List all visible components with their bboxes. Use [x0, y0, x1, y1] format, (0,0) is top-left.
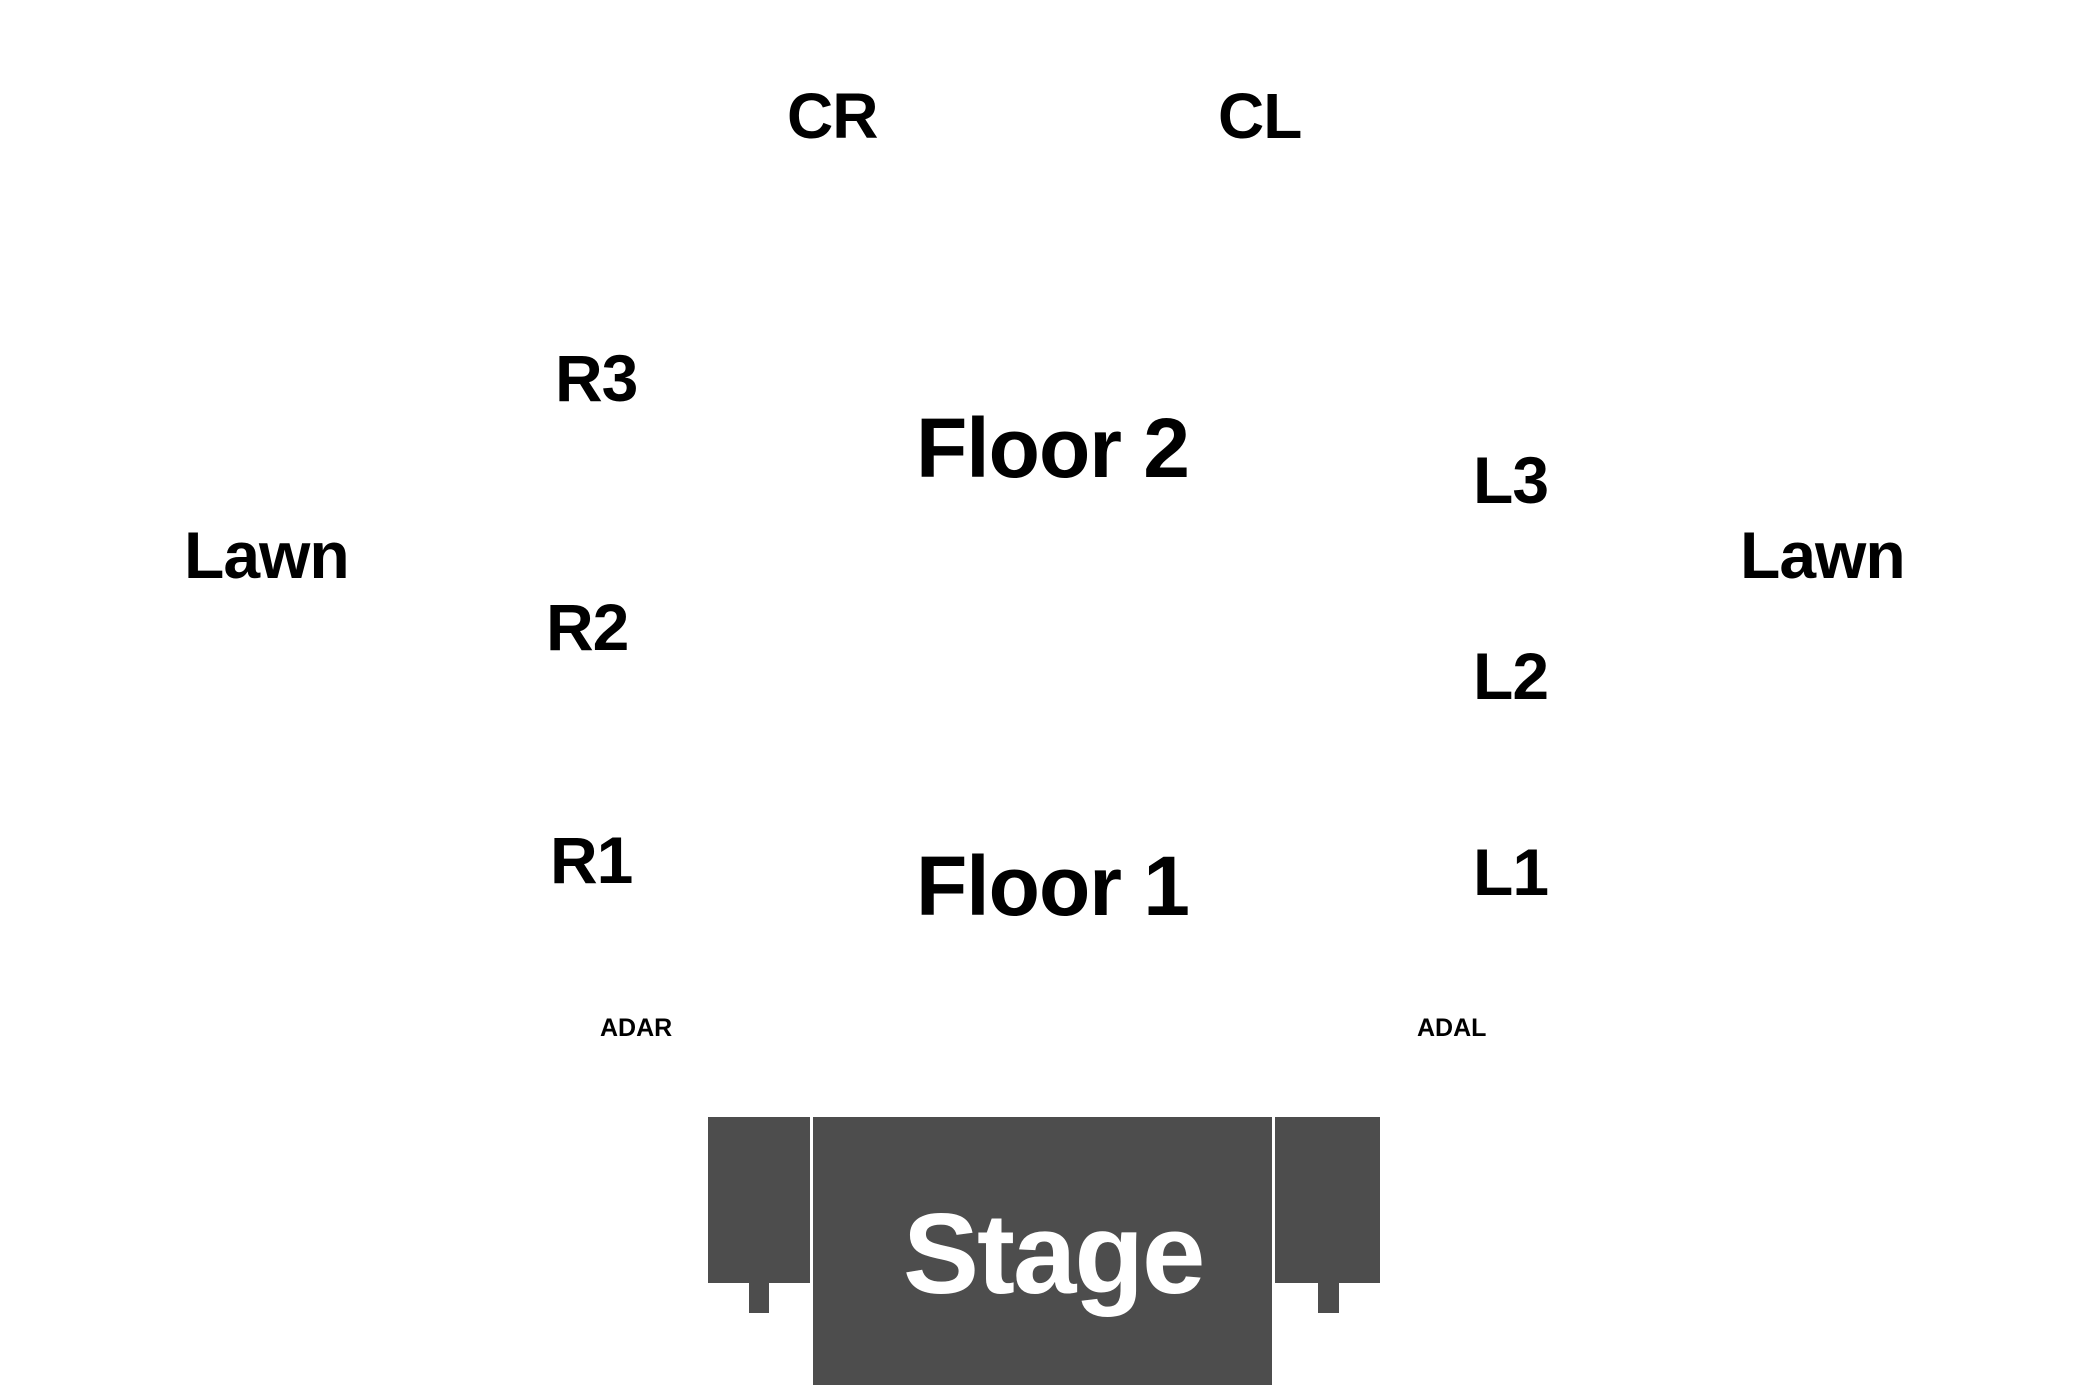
- section-l3[interactable]: L3: [1473, 443, 1549, 517]
- stage-left-wing: [708, 1117, 810, 1283]
- stage-right-wing: [1275, 1117, 1380, 1283]
- section-r2[interactable]: R2: [546, 590, 629, 664]
- section-l2[interactable]: L2: [1473, 639, 1549, 713]
- section-floor-2[interactable]: Floor 2: [916, 401, 1190, 495]
- stage-left-wing-tab: [749, 1283, 769, 1313]
- section-lawn-left[interactable]: Lawn: [184, 518, 350, 592]
- section-adar[interactable]: ADAR: [600, 1014, 673, 1042]
- section-floor-1[interactable]: Floor 1: [916, 839, 1190, 933]
- section-lawn-right[interactable]: Lawn: [1740, 518, 1906, 592]
- stage: [813, 1117, 1272, 1385]
- section-l1[interactable]: L1: [1473, 835, 1549, 909]
- section-r3[interactable]: R3: [555, 341, 638, 415]
- section-cl[interactable]: CL: [1218, 80, 1302, 152]
- section-adal[interactable]: ADAL: [1417, 1014, 1487, 1042]
- stage-right-wing-tab: [1318, 1283, 1339, 1313]
- section-cr[interactable]: CR: [787, 80, 878, 152]
- section-r1[interactable]: R1: [550, 823, 633, 897]
- stage-label: Stage: [903, 1191, 1205, 1318]
